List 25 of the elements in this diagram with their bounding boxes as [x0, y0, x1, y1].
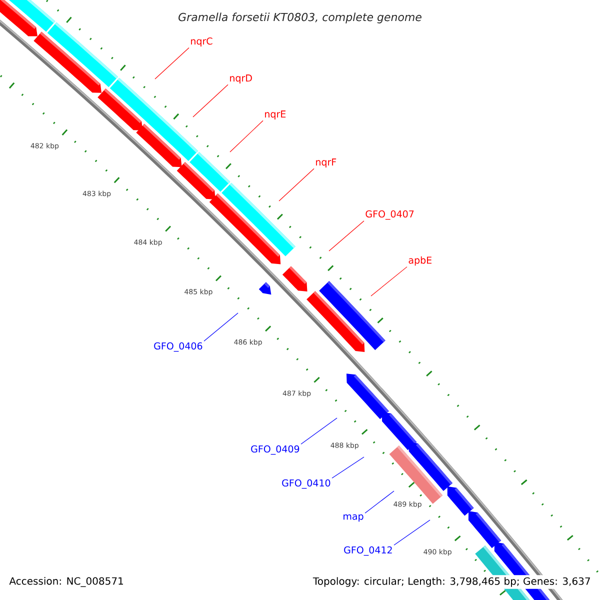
leader-line: [230, 120, 264, 152]
gene-label: nqrF: [316, 158, 336, 168]
gene-label: nqrE: [265, 110, 286, 120]
leader-line: [278, 168, 314, 202]
gene-label: nqrD: [230, 74, 252, 84]
leader-line: [394, 520, 430, 546]
leader-line: [370, 266, 408, 296]
gene-label: GFO_0410: [282, 479, 330, 489]
leader-line: [154, 47, 190, 80]
gene-label: apbE: [408, 256, 432, 266]
leader-line: [332, 456, 364, 478]
gene-label: GFO_0406: [154, 342, 202, 352]
gene-label: GFO_0407: [366, 210, 414, 220]
leader-line: [300, 418, 338, 444]
title: Gramella forsetii KT0803, complete genome: [178, 12, 422, 24]
leader-line: [204, 312, 238, 342]
summary-label: Topology: circular; Length: 3,798,465 bp; Genes: 3,637: [310, 575, 593, 589]
leader-line: [192, 84, 228, 118]
gene-label: GFO_0412: [344, 546, 392, 556]
gene-label: GFO_0409: [251, 445, 300, 455]
leader-line: [328, 220, 364, 252]
accession-label: Accession: NC_008571: [9, 577, 123, 587]
leader-line: [364, 490, 394, 514]
gene-label: map: [344, 514, 364, 522]
gene-label: nqrC: [191, 37, 212, 47]
